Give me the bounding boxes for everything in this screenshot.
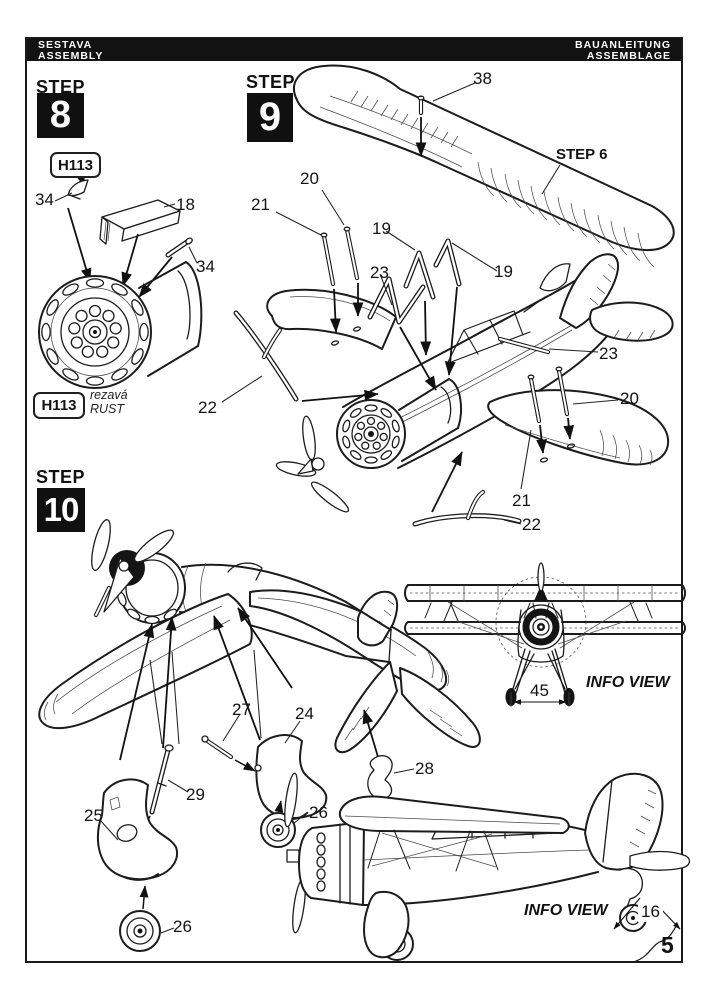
callout-20-right: 20 <box>620 389 639 408</box>
part-25-wheel-spat <box>96 778 178 881</box>
step10-stabilizer-right <box>399 667 481 748</box>
step9-stabilizer-right <box>589 301 674 342</box>
callout-23-left: 23 <box>370 263 389 282</box>
header-title-en: ASSEMBLY <box>38 50 104 62</box>
legend-color-english: RUST <box>90 402 125 416</box>
page-number: 5 <box>661 932 674 958</box>
callout-22-right: 22 <box>522 515 541 534</box>
callout-19-right: 19 <box>494 262 513 281</box>
callout-21-right: 21 <box>512 491 531 510</box>
part-19-strut-b <box>433 238 462 287</box>
header-bar <box>27 39 681 61</box>
dimension-45: 45 <box>527 681 552 701</box>
side-view-wheel-spat <box>363 890 410 959</box>
step9-word: STEP <box>246 72 296 92</box>
header-right: BAUANLEITUNG ASSEMBLAGE <box>575 40 671 62</box>
callout-29: 29 <box>186 785 205 804</box>
info-view-front-drawing <box>404 562 686 707</box>
step10-word: STEP <box>36 467 86 487</box>
ref-step6-label: STEP 6 <box>556 146 608 163</box>
info-view-front-label: INFO VIEW <box>586 674 670 691</box>
step8-illustration <box>38 169 203 389</box>
callout-26-bottom: 26 <box>173 917 192 936</box>
callout-34-left: 34 <box>35 190 54 209</box>
callout-28: 28 <box>415 759 434 778</box>
callout-19-left: 19 <box>372 219 391 238</box>
page-corner-squiggle <box>635 924 678 962</box>
callout-21-left: 21 <box>251 195 270 214</box>
header-title-de: BAUANLEITUNG <box>575 39 671 51</box>
part-34-scoop <box>67 179 89 197</box>
step10-tail-fin <box>357 590 399 647</box>
callout-20-left: 20 <box>300 169 319 188</box>
header-title-fr: ASSEMBLAGE <box>586 50 671 62</box>
callout-25: 25 <box>84 806 103 825</box>
step10-propeller <box>91 519 175 618</box>
callout-18: 18 <box>176 195 195 214</box>
side-view-cowl <box>298 821 365 906</box>
part-28-tailwheel-fairing <box>367 755 393 800</box>
step10-engine <box>103 550 186 625</box>
callout-26-right: 26 <box>309 803 328 822</box>
step10-stabilizer-left <box>334 661 398 754</box>
dimension-line-16a <box>613 897 641 930</box>
step9-propeller <box>275 415 350 513</box>
step10-left-wing <box>38 593 253 730</box>
step9-right-wing <box>487 389 670 466</box>
callout-27: 27 <box>232 700 251 719</box>
paint-callout-h113: H113 <box>50 152 101 178</box>
dimension-16: 16 <box>638 902 663 922</box>
legend-paint-code: H113 <box>33 392 85 419</box>
side-view-top-wing <box>338 795 570 834</box>
callout-22-left: 22 <box>198 398 217 417</box>
page-border <box>25 37 683 963</box>
header-title-cz: SESTAVA <box>38 39 93 51</box>
step8-word: STEP <box>36 77 86 97</box>
step9-number: 9 <box>247 93 293 142</box>
step9-engine <box>336 378 462 469</box>
step9-top-wing <box>293 64 675 251</box>
callout-23-right: 23 <box>599 344 618 363</box>
step9-illustration <box>221 64 675 527</box>
info-view-side-label: INFO VIEW <box>524 902 608 919</box>
step10-illustration <box>38 519 481 952</box>
header-left: SESTAVA ASSEMBLY <box>38 40 103 62</box>
legend-color-czech: rezavá <box>90 388 128 402</box>
callout-34-right: 34 <box>196 257 215 276</box>
step10-number: 10 <box>37 488 85 532</box>
callout-24: 24 <box>295 704 314 723</box>
step8-number: 8 <box>37 93 84 138</box>
info-view-side-drawing <box>284 772 691 961</box>
step8-engine <box>38 261 203 389</box>
callout-38: 38 <box>473 69 492 88</box>
part-26-wheel-left <box>119 910 161 952</box>
